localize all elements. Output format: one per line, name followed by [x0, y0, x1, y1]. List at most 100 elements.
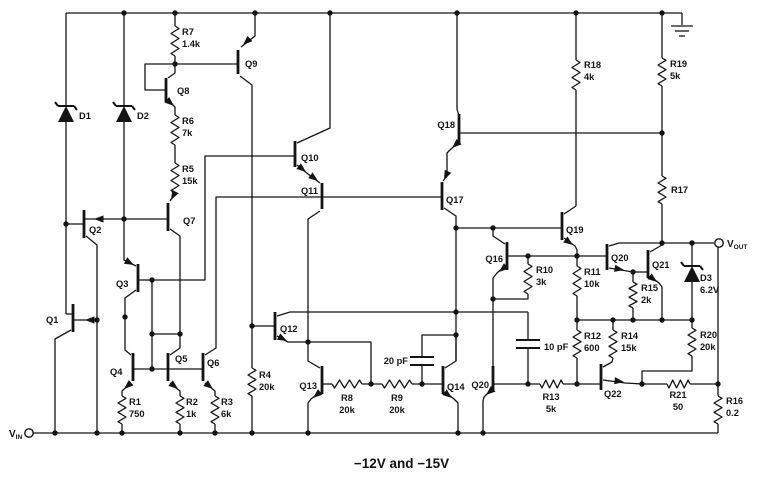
junction-dot: [119, 430, 125, 436]
wire: [85, 235, 98, 433]
junction-dot: [574, 317, 580, 323]
junction-dot: [249, 323, 255, 329]
wire: [641, 356, 693, 384]
junction-dot: [525, 253, 531, 259]
label-R5: R5: [182, 164, 194, 174]
label-R1: R1: [129, 397, 141, 407]
label-Q20_upper: Q20: [611, 253, 629, 263]
junction-dot: [149, 277, 155, 283]
label-Q18: Q18: [437, 120, 455, 130]
resistor-R8: [331, 379, 363, 389]
emitter-arrow-Q3: [123, 257, 134, 265]
label-Q19: Q19: [566, 225, 584, 235]
resistor-R14: [608, 329, 618, 359]
junction-dot: [177, 430, 183, 436]
label-Q1: Q1: [46, 315, 58, 325]
resistor-R15: [628, 281, 638, 309]
value-R10: 3k: [536, 277, 547, 287]
wire: [296, 13, 331, 144]
emitter-arrow-Q21: [647, 273, 657, 282]
emitter-arrow-Q13: [313, 389, 323, 398]
resistor-R21: [666, 379, 691, 389]
emitter-arrow-Q6: [203, 380, 213, 389]
emitter-arrow-Q5: [168, 380, 178, 389]
label-C2: 10 pF: [544, 342, 569, 352]
value-R15: 2k: [641, 295, 652, 305]
wire: [204, 196, 322, 356]
emitter-arrow-Q8: [164, 97, 174, 106]
resistor-R19: [657, 57, 667, 87]
junction-dot: [454, 10, 460, 16]
wire: [144, 63, 175, 91]
wire: [492, 228, 506, 245]
label-R10: R10: [536, 265, 553, 275]
label-Q13: Q13: [299, 381, 317, 391]
label-R15: R15: [641, 283, 658, 293]
wire: [167, 64, 176, 79]
emitter-arrow-Q20_lower: [486, 386, 496, 395]
value-R5: 15k: [182, 176, 198, 186]
label-D1: D1: [79, 111, 91, 121]
label-R11: R11: [584, 267, 601, 277]
junction-dot: [715, 381, 721, 387]
label-R17: R17: [671, 185, 688, 195]
value-R21: 50: [673, 402, 683, 412]
label-R3: R3: [221, 397, 233, 407]
junction-dot: [172, 61, 178, 67]
label-Q16: Q16: [485, 254, 503, 264]
junction-dot: [574, 253, 580, 259]
resistor-R20: [687, 327, 697, 357]
wire: [307, 391, 321, 433]
wire: [602, 357, 614, 368]
junction-dot: [94, 430, 100, 436]
resistor-R16: [713, 395, 723, 425]
junction-dot: [610, 317, 616, 323]
junction-dot: [689, 317, 695, 323]
value-R8: 20k: [339, 405, 355, 415]
resistor-R4: [247, 367, 257, 397]
resistor-R1: [117, 395, 127, 425]
junction-dot: [630, 317, 636, 323]
label-Q5: Q5: [175, 354, 187, 364]
resistor-R6: [170, 114, 180, 146]
value-R9: 20k: [389, 405, 405, 415]
junction-dot: [419, 381, 425, 387]
emitter-arrow-Q1: [85, 316, 95, 324]
junction-dot: [63, 221, 69, 227]
junction-dot: [122, 314, 128, 320]
wire: [444, 391, 459, 433]
junction-dot: [177, 331, 183, 337]
label-R14: R14: [621, 331, 639, 341]
vin-terminal: [24, 428, 34, 438]
junction-dot: [453, 332, 459, 338]
emitter-arrow-Q12: [276, 333, 287, 341]
label-C1: 20 pF: [384, 356, 409, 366]
junction-dot: [252, 10, 258, 16]
wire: [602, 379, 643, 385]
label-R21: R21: [669, 390, 686, 400]
label-Q3: Q3: [116, 279, 128, 289]
emitter-arrow-Q4: [124, 380, 134, 389]
wire: [54, 329, 72, 433]
junction-dot: [172, 10, 178, 16]
label-R13: R13: [542, 392, 559, 402]
resistor-R18: [571, 59, 581, 91]
label-R18: R18: [584, 60, 601, 70]
label-Q11: Q11: [301, 186, 318, 196]
wire: [444, 335, 457, 369]
emitter-arrow-Q11: [308, 172, 318, 181]
label-Q8: Q8: [177, 86, 189, 96]
label-Q10: Q10: [301, 153, 319, 163]
junction-dot: [573, 10, 579, 16]
junction-dot: [480, 430, 486, 436]
wire: [239, 75, 253, 326]
resistor-R17: [657, 175, 667, 205]
junction-dot: [574, 381, 580, 387]
resistor-R12: [572, 329, 582, 359]
wire: [169, 228, 181, 334]
label-R9: R9: [391, 393, 403, 403]
junction-dot: [121, 10, 127, 16]
label-Q12: Q12: [280, 324, 298, 334]
value-D3: 6.2V: [700, 285, 720, 295]
